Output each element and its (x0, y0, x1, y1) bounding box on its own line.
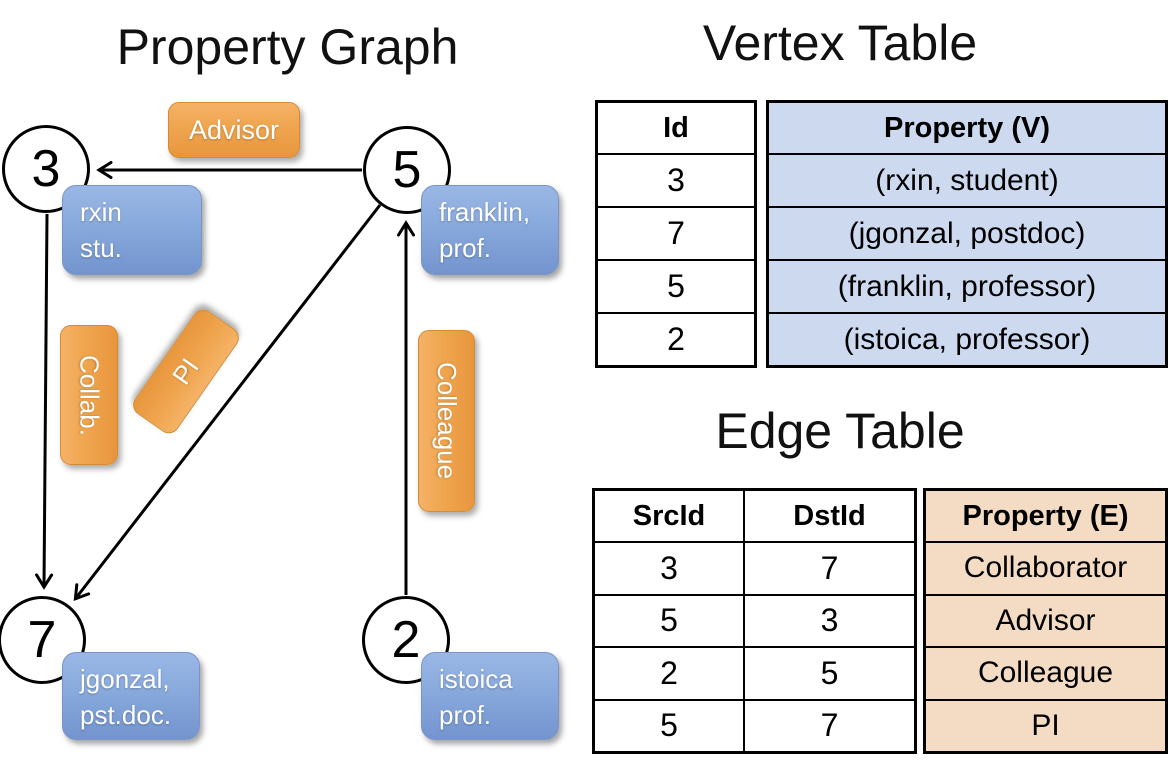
vertex-table-title: Vertex Table (702, 15, 978, 71)
edge-label-collab: Collab. (60, 325, 118, 465)
table-cell: (jgonzal, postdoc) (769, 206, 1165, 259)
column-header: Property (E) (926, 491, 1165, 541)
table-cell: 5 (595, 698, 743, 752)
edge-table-srcid-column: SrcId 3 5 2 5 (595, 491, 743, 751)
prop-line: franklin, (439, 197, 531, 227)
vertex-circle-2: 2 (362, 596, 450, 684)
prop-line: istoica (439, 664, 513, 694)
prop-line: rxin (80, 197, 122, 227)
table-cell: (istoica, professor) (769, 312, 1165, 365)
vertex-prop-box-franklin: franklin, prof. (421, 185, 559, 275)
table-cell: 5 (745, 646, 914, 699)
vertex-prop-box-jgonzal: jgonzal, pst.doc. (62, 652, 200, 740)
table-cell: Collaborator (926, 541, 1165, 594)
graph-edges-svg (35, 161, 415, 602)
vertex-prop-box-istoica: istoica prof. (421, 652, 559, 740)
column-header: SrcId (632, 499, 706, 532)
table-cell: 3 (598, 153, 754, 206)
table-cell: 7 (745, 698, 914, 752)
prop-line: prof. (439, 233, 492, 264)
table-cell: 3 (595, 541, 743, 594)
table-cell: PI (926, 698, 1165, 751)
vertex-circle-5: 5 (363, 126, 451, 214)
prop-line: stu. (80, 233, 122, 264)
table-cell: 5 (595, 593, 743, 647)
vertex-id-label: 2 (391, 611, 421, 669)
edge-5-to-7 (73, 204, 382, 602)
property-graph-title: Property Graph (116, 19, 459, 75)
edge-3-to-7 (35, 213, 54, 590)
prop-line: pst.doc. (80, 700, 172, 731)
column-header: DstId (793, 499, 866, 532)
column-header: Id (663, 111, 689, 144)
vertex-id-label: 3 (31, 140, 61, 198)
table-cell: Advisor (926, 593, 1165, 646)
edge-table-title: Edge Table (715, 403, 965, 459)
table-cell: 7 (745, 541, 914, 594)
vertex-table-id-column: Id 3 7 5 2 (595, 100, 757, 368)
column-header: Property (V) (769, 103, 1165, 153)
prop-line: prof. (439, 700, 492, 731)
table-cell: (rxin, student) (769, 153, 1165, 206)
table-cell: (franklin, professor) (769, 259, 1165, 312)
table-cell: 5 (598, 259, 754, 312)
vertex-id-label: 7 (27, 611, 57, 669)
table-cell: 7 (598, 206, 754, 259)
edge-label-colleague: Colleague (418, 330, 475, 512)
table-cell: Colleague (926, 646, 1165, 699)
table-cell: 2 (595, 646, 743, 699)
table-cell: 2 (598, 312, 754, 365)
table-cell: 3 (745, 593, 914, 647)
edge-table-id-columns: SrcId 3 5 2 5 DstId 7 3 5 7 (592, 488, 917, 754)
prop-line: jgonzal, (80, 664, 170, 694)
edge-label-advisor: Advisor (168, 102, 300, 158)
vertex-table-property-column: Property (V) (rxin, student) (jgonzal, p… (766, 100, 1168, 368)
edge-table-dstid-column: DstId 7 3 5 7 (743, 491, 914, 751)
edge-table-property-column: Property (E) Collaborator Advisor Collea… (923, 488, 1168, 754)
vertex-prop-box-rxin: rxin stu. (62, 185, 202, 275)
vertex-id-label: 5 (392, 141, 422, 199)
